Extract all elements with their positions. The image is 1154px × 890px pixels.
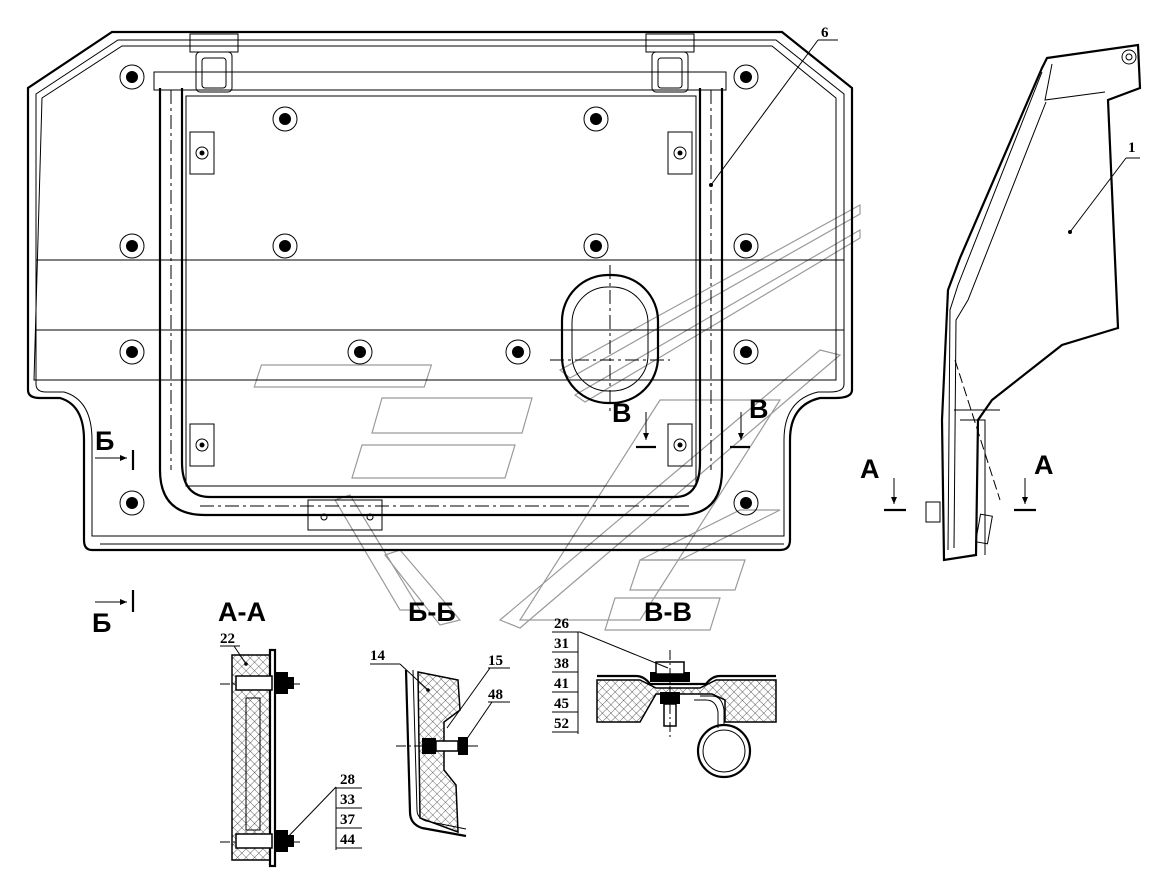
callout-part-15: 15 xyxy=(488,653,503,669)
section-bb-view xyxy=(370,663,510,838)
section-mark-v-2: В xyxy=(749,394,769,424)
section-marker-v-left xyxy=(636,412,656,449)
callout-part-14: 14 xyxy=(370,648,386,664)
callout-part-22: 22 xyxy=(220,631,235,647)
callout-part-1: 1 xyxy=(1128,140,1136,156)
section-title-aa: А-А xyxy=(218,597,266,627)
section-mark-v-1: В xyxy=(612,398,632,428)
bolt-holes xyxy=(119,64,759,516)
main-view xyxy=(26,30,854,552)
section-marker-b-bottom xyxy=(95,590,135,612)
section-mark-b-1: Б xyxy=(95,426,114,456)
svg-text:33: 33 xyxy=(340,792,355,808)
section-marker-a-left xyxy=(884,478,906,512)
callout-part-48: 48 xyxy=(488,687,503,703)
svg-text:52: 52 xyxy=(554,716,569,732)
section-mark-a-2: А xyxy=(1034,450,1054,480)
section-title-bb: Б-Б xyxy=(408,597,456,627)
svg-text:41: 41 xyxy=(554,676,569,692)
section-marker-b-top xyxy=(95,450,135,470)
section-mark-a-1: А xyxy=(860,454,880,484)
svg-text:37: 37 xyxy=(340,812,356,828)
callout-stack-vv: 26 31 38 41 45 52 xyxy=(552,616,578,733)
svg-text:38: 38 xyxy=(554,656,569,672)
svg-text:31: 31 xyxy=(554,636,569,652)
svg-text:26: 26 xyxy=(554,616,570,632)
oval-opening xyxy=(550,265,670,412)
section-marker-v-right xyxy=(730,412,750,449)
callout-part-6: 6 xyxy=(821,25,829,41)
watermark-logo xyxy=(253,203,861,631)
svg-text:28: 28 xyxy=(340,772,355,788)
svg-text:44: 44 xyxy=(340,832,356,848)
svg-text:45: 45 xyxy=(554,696,569,712)
section-aa-view xyxy=(220,645,337,868)
side-view xyxy=(925,43,1142,562)
callout-stack-aa: 28 33 37 44 xyxy=(336,772,362,849)
section-title-vv: В-В xyxy=(644,597,692,627)
tube-clamp xyxy=(189,131,693,467)
section-mark-b-2: Б xyxy=(92,608,111,638)
section-marker-a-right xyxy=(1014,478,1036,512)
section-vv-view xyxy=(552,631,777,779)
